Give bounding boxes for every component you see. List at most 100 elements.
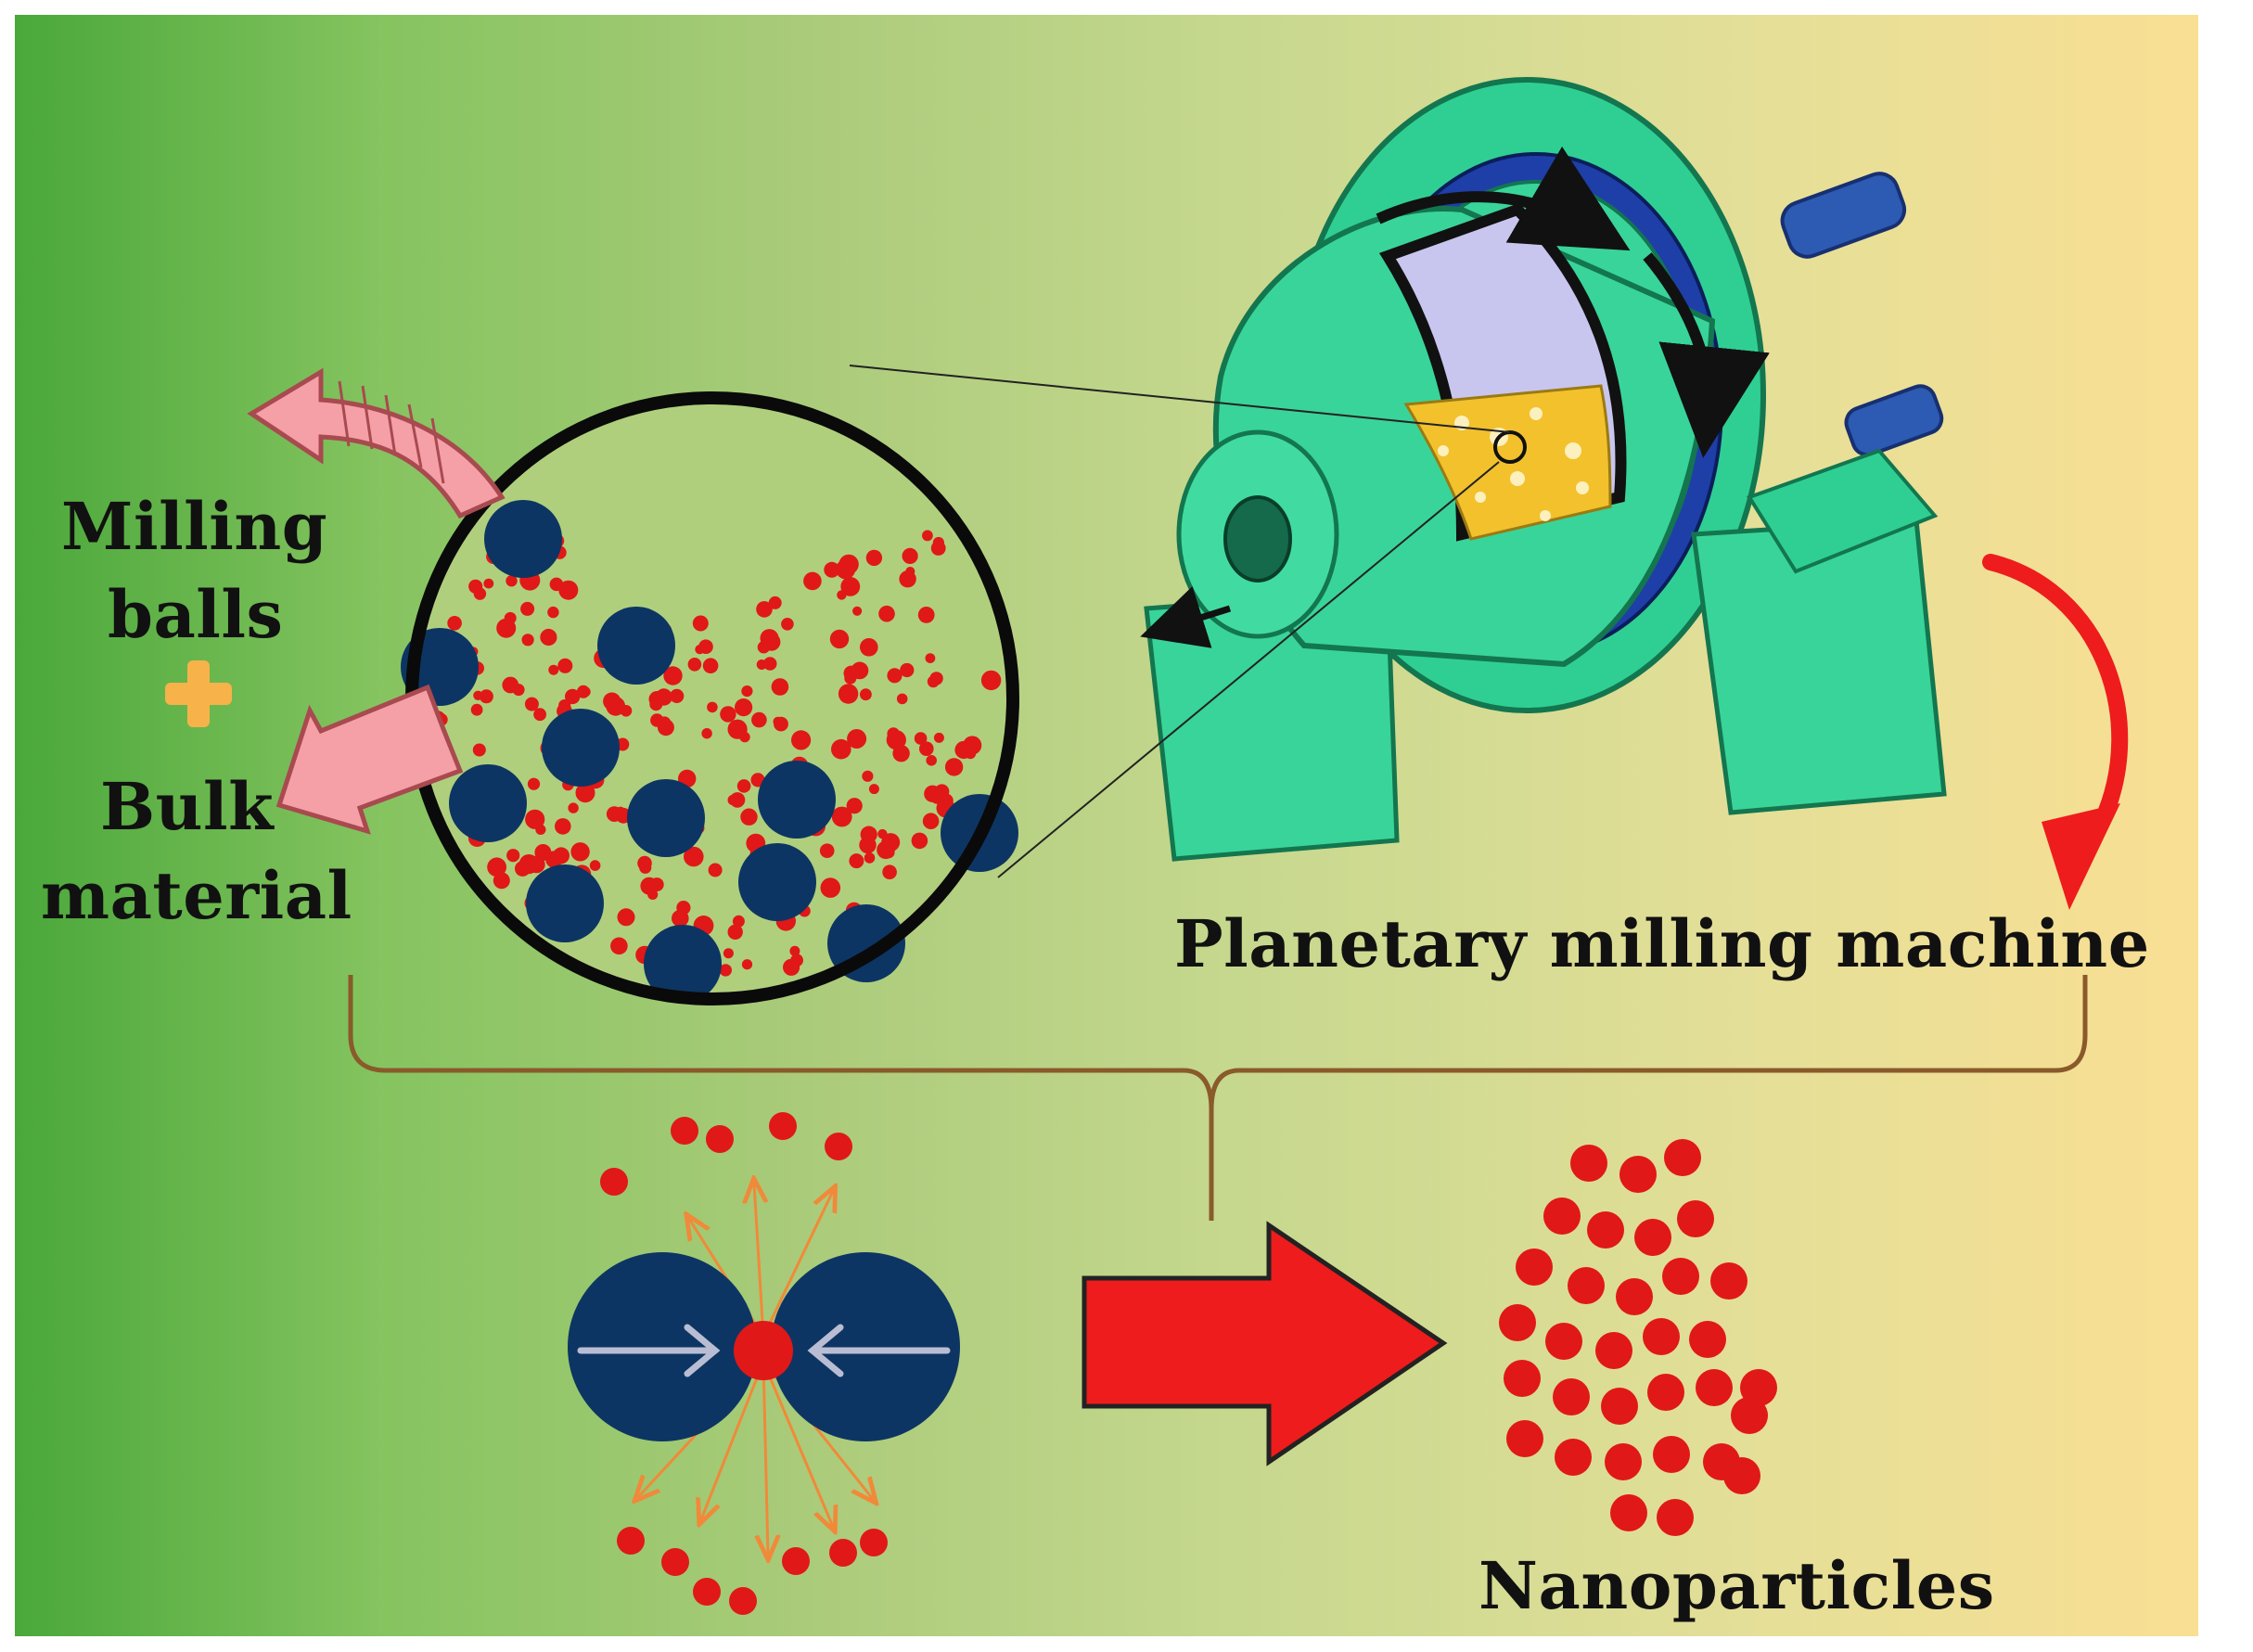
bulk-particle <box>558 580 579 600</box>
bulk-particle <box>836 559 856 580</box>
bulk-particle <box>902 547 918 565</box>
label-bulk-material-line1: Bulk <box>100 768 275 845</box>
spray-particle <box>661 1548 689 1576</box>
bulk-particle <box>847 729 867 749</box>
bulk-particle <box>723 948 734 959</box>
bulk-particle <box>930 541 946 556</box>
bulk-particle <box>791 730 812 750</box>
nanoparticle <box>1545 1323 1582 1360</box>
bulk-particle <box>684 846 704 867</box>
bulk-particle <box>840 577 861 596</box>
bulk-arrow-icon <box>275 684 464 835</box>
spray-particle <box>729 1587 757 1615</box>
diagram-artwork <box>165 77 2129 1615</box>
right-arrow-icon <box>1082 1221 1448 1466</box>
bulk-particle <box>698 639 713 654</box>
bulk-particle <box>575 783 595 803</box>
bulk-particle <box>831 738 851 760</box>
bulk-particle <box>917 607 935 623</box>
bulk-particle <box>487 857 506 877</box>
bulk-particle <box>670 688 685 704</box>
bulk-particle <box>648 691 666 708</box>
bulk-particle <box>922 530 933 542</box>
bulk-particle <box>719 964 732 977</box>
inner-balls <box>401 500 1018 1003</box>
bulk-particle <box>727 719 748 739</box>
bulk-particle <box>896 693 908 705</box>
nanoparticle <box>1634 1219 1671 1256</box>
bulk-particle <box>707 701 718 713</box>
nanoparticle <box>1731 1397 1768 1434</box>
bulk-particle <box>708 863 723 877</box>
bulk-particle <box>650 713 664 727</box>
bulk-particle <box>540 628 557 647</box>
bulk-particle <box>447 616 462 631</box>
nanoparticle <box>1664 1139 1701 1176</box>
axis-arrow <box>1140 586 1232 648</box>
bulk-particle <box>729 792 746 808</box>
bulk-particle <box>548 664 559 675</box>
spray-particle <box>693 1578 721 1606</box>
bulk-particle <box>647 889 659 901</box>
bulk-particle <box>649 877 664 892</box>
bulk-particle <box>555 818 571 835</box>
bulk-particle <box>803 571 822 591</box>
machine-bearing <box>1746 448 1939 574</box>
label-planetary-milling-machine: Planetary milling machine <box>1174 905 2150 982</box>
nanoparticle <box>1553 1378 1590 1415</box>
nanoparticle <box>1653 1436 1690 1473</box>
nanoparticle <box>1662 1258 1699 1295</box>
nanoparticle <box>1657 1499 1694 1536</box>
bulk-particle <box>929 672 943 685</box>
bulk-particle <box>860 638 878 657</box>
bulk-particle <box>919 741 934 756</box>
bulk-particle <box>789 945 800 956</box>
nanoparticle <box>1616 1278 1653 1315</box>
milling-ball <box>738 843 816 921</box>
bulk-particle <box>849 853 864 869</box>
red-curved-arrow-icon <box>1982 554 2129 910</box>
bulk-particle <box>954 740 973 760</box>
bulk-particle <box>576 685 590 698</box>
label-bulk-material-line2: material <box>41 857 352 934</box>
spray-particle <box>825 1133 852 1160</box>
spray-particle <box>769 1112 797 1140</box>
milling-ball <box>449 764 527 842</box>
bulk-particle <box>762 657 777 671</box>
bulk-particle <box>882 846 895 859</box>
bulk-particle <box>774 716 788 732</box>
bulk-particle <box>980 670 1002 691</box>
bulk-particle <box>829 629 850 649</box>
nanoparticle <box>1610 1494 1647 1531</box>
bulk-particle <box>852 606 863 616</box>
inward-arrow-icon <box>577 1324 951 1377</box>
label-nanoparticles: Nanoparticles <box>1479 1547 1995 1624</box>
bulk-particle <box>760 629 779 648</box>
bulk-particle <box>568 802 579 813</box>
bulk-particle <box>926 755 937 766</box>
colliding-ball-right <box>771 1252 960 1441</box>
bulk-particle <box>557 658 573 673</box>
bulk-particle <box>900 662 915 678</box>
spray-particle <box>671 1117 698 1145</box>
bulk-particle <box>736 779 751 793</box>
nanoparticle <box>1568 1267 1605 1304</box>
bulk-particle <box>768 595 782 609</box>
bulk-particle <box>735 698 753 717</box>
nanoparticle <box>1677 1200 1714 1237</box>
bulk-particle <box>687 658 702 672</box>
collision-illustration <box>568 1112 960 1615</box>
spray-particle <box>617 1527 645 1555</box>
bulk-particle <box>846 798 863 814</box>
milling-ball <box>526 864 604 942</box>
nanoparticle <box>1696 1369 1733 1406</box>
bulk-particle <box>473 587 487 600</box>
bulk-particle <box>617 908 635 927</box>
bulk-particle <box>741 959 753 970</box>
nanoparticle <box>1595 1332 1632 1369</box>
machine-shaft-right <box>1780 172 1907 259</box>
milling-ball <box>644 925 722 1003</box>
bulk-particle <box>933 732 944 743</box>
bulk-particle <box>534 844 552 861</box>
nanoparticle <box>1601 1388 1638 1425</box>
